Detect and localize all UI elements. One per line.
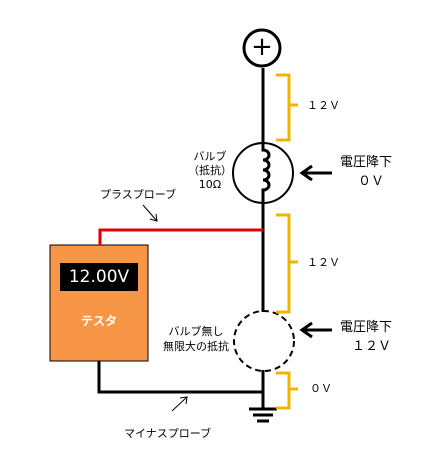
plus-probe-label: プラスプローブ — [100, 188, 177, 201]
bracket-bottom — [276, 371, 298, 410]
arrow-missing-bulb-icon — [299, 321, 332, 339]
minus-probe-wire — [97, 361, 263, 394]
arrow-minus-probe-icon — [171, 396, 188, 412]
arrow-bulb-icon — [299, 164, 332, 182]
bulb-drop-value: ０Ｖ — [358, 174, 385, 189]
minus-probe-label: マイナスプローブ — [124, 427, 212, 440]
missing-bulb-icon — [233, 310, 295, 372]
missing-bulb-drop-value: １２Ｖ — [352, 339, 392, 354]
plus-symbol: + — [251, 32, 273, 62]
top-segment-voltage: １２Ｖ — [307, 99, 340, 112]
bulb-filament-icon — [261, 140, 271, 205]
bulb-drop-label: 電圧降下 — [340, 155, 393, 170]
missing-bulb-drop-label: 電圧降下 — [340, 320, 393, 335]
arrow-plus-probe-icon — [142, 204, 158, 222]
ground-icon — [249, 407, 277, 423]
bulb-label-line3: 10Ω — [198, 178, 222, 191]
bulb-label-line2: （抵抗） — [188, 164, 232, 177]
bottom-segment-voltage: ０Ｖ — [310, 382, 332, 395]
bracket-middle — [276, 213, 298, 314]
plus-probe-wire — [98, 228, 263, 245]
missing-bulb-label-line2: 無限大の抵抗 — [163, 340, 229, 353]
bracket-top — [276, 73, 298, 142]
bulb-label-line1: バルブ — [193, 150, 227, 163]
tester-display: 12.00V — [60, 263, 138, 291]
plus-terminal-icon — [242, 28, 282, 68]
tester-name: テスタ — [80, 314, 117, 328]
missing-bulb-label-line1: バルブ無し — [168, 325, 224, 338]
middle-segment-voltage: １２Ｖ — [307, 256, 340, 269]
